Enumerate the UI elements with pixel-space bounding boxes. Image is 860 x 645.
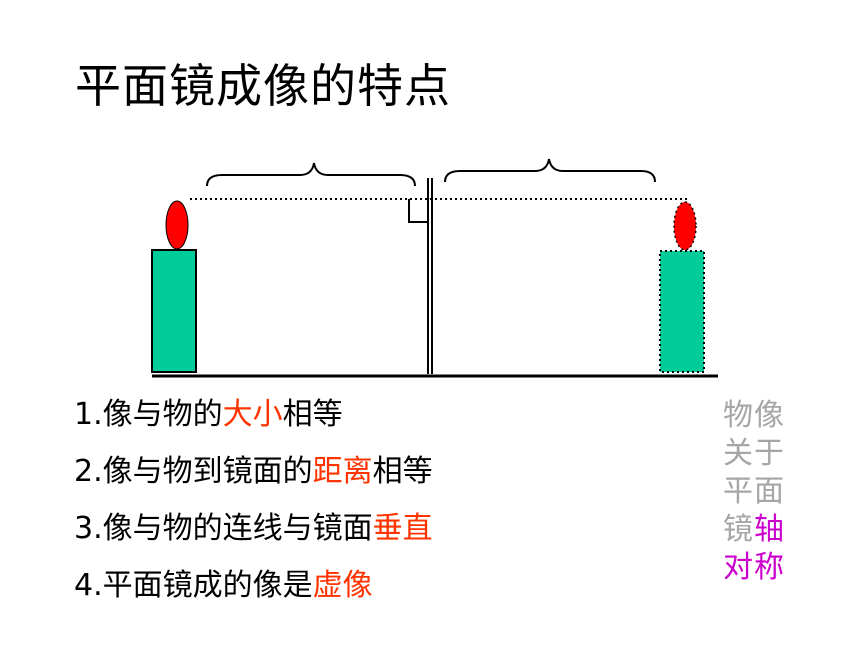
note-line: 关于 bbox=[723, 436, 785, 471]
feature-item-3: 3.像与物的连线与镜面垂直 bbox=[74, 511, 433, 546]
candle-image-flame bbox=[673, 201, 697, 251]
feature-item-4: 4.平面镜成的像是虚像 bbox=[74, 568, 373, 603]
page-title: 平面镜成像的特点 bbox=[75, 59, 451, 113]
right-angle-mark bbox=[408, 199, 428, 223]
note-line: 物像 bbox=[723, 398, 785, 433]
feature-list: 1.像与物的大小相等 2.像与物到镜面的距离相等 3.像与物的连线与镜面垂直 4… bbox=[74, 395, 433, 623]
note-line: 对称 bbox=[723, 550, 785, 585]
symmetry-note: 物像 关于 平面 镜轴 对称 bbox=[723, 397, 793, 587]
candle-object-body bbox=[151, 249, 197, 373]
highlight-text: 垂直 bbox=[372, 511, 433, 546]
candle-object-flame bbox=[165, 200, 189, 250]
feature-item-2: 2.像与物到镜面的距离相等 bbox=[74, 454, 433, 489]
left-distance-brace bbox=[206, 162, 416, 187]
highlight-text: 虚像 bbox=[312, 568, 373, 603]
note-line: 镜轴 bbox=[723, 512, 785, 547]
candle-image-body bbox=[659, 250, 705, 373]
feature-item-1: 1.像与物的大小相等 bbox=[74, 397, 343, 432]
highlight-text: 大小 bbox=[222, 397, 283, 432]
right-distance-brace bbox=[444, 158, 656, 183]
highlight-text: 距离 bbox=[312, 454, 373, 489]
note-line: 平面 bbox=[723, 474, 785, 509]
